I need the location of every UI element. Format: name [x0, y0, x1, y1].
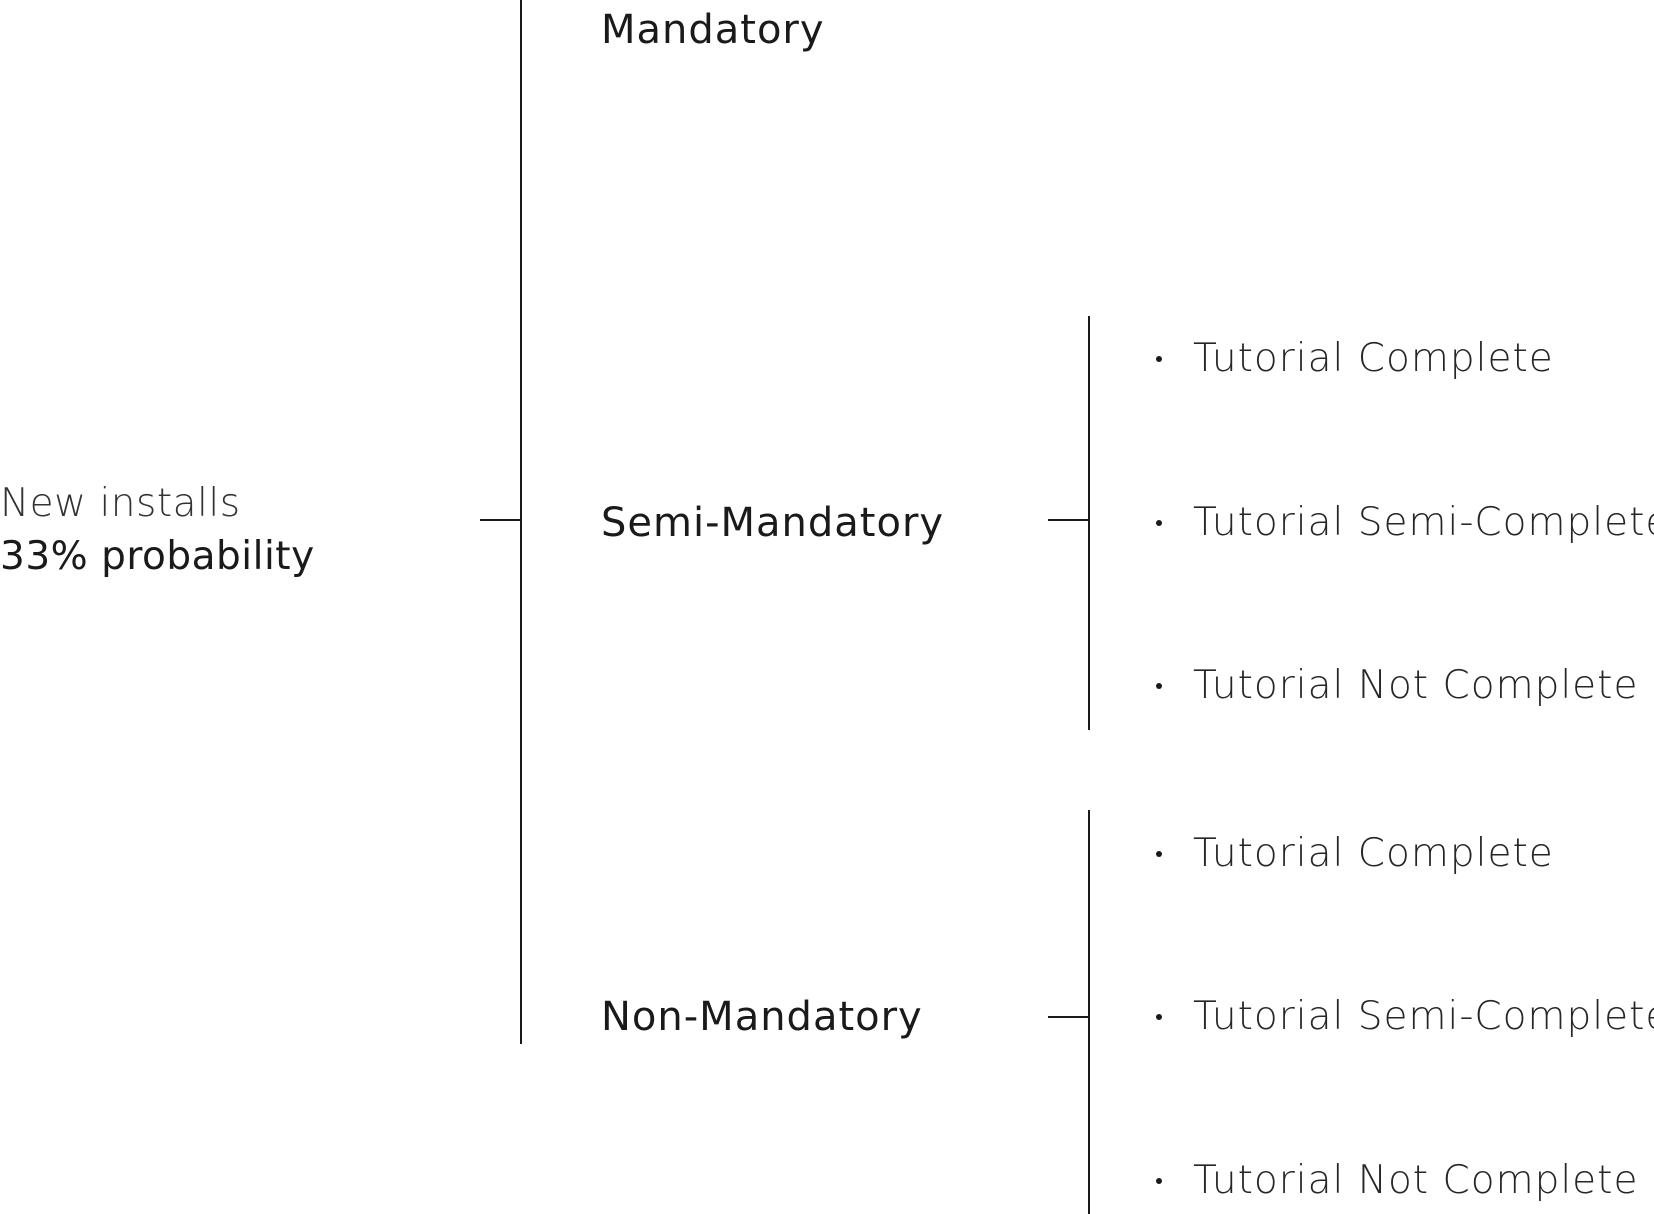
- bullet-icon: [1156, 355, 1162, 362]
- branch-non-mandatory: Non-Mandatory: [601, 994, 923, 1040]
- branch-semi-mandatory: Semi-Mandatory: [601, 500, 945, 546]
- leaf-label: Tutorial Semi-Complete: [1193, 994, 1654, 1039]
- root-subtitle: 33% probability: [0, 534, 315, 579]
- leaf-label: Tutorial Complete: [1193, 336, 1554, 381]
- leaf-item: Tutorial Semi-Complete: [1156, 503, 1654, 542]
- leaf-item: Tutorial Not Complete: [1156, 1161, 1638, 1200]
- leaf-item: Tutorial Semi-Complete: [1156, 997, 1654, 1036]
- leaf-item: Tutorial Not Complete: [1156, 666, 1638, 705]
- leaf-item: Tutorial Complete: [1156, 339, 1554, 378]
- bullet-icon: [1156, 1177, 1162, 1184]
- bullet-icon: [1156, 682, 1162, 689]
- leaf-label: Tutorial Not Complete: [1193, 1158, 1639, 1203]
- bullet-icon: [1156, 519, 1162, 526]
- leaf-label: Tutorial Not Complete: [1193, 663, 1639, 708]
- root-title: New installs: [0, 481, 241, 526]
- leaf-item: Tutorial Complete: [1156, 834, 1554, 873]
- leaf-label: Tutorial Semi-Complete: [1193, 500, 1654, 545]
- bullet-icon: [1156, 850, 1162, 857]
- leaf-label: Tutorial Complete: [1193, 831, 1554, 876]
- branch-mandatory: Mandatory: [601, 7, 825, 53]
- bullet-icon: [1156, 1013, 1162, 1020]
